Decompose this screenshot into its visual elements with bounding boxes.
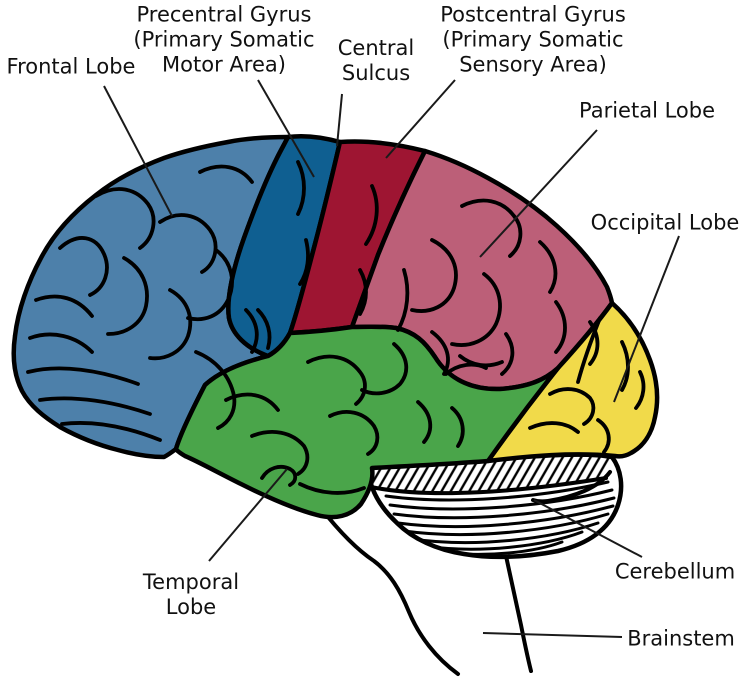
- label-temporal-lobe: Temporal Lobe: [143, 570, 239, 620]
- postcentral-sulci: [358, 184, 410, 332]
- cerebellum-region: [365, 452, 624, 560]
- parietal-sulci: [410, 198, 600, 376]
- label-brainstem: Brainstem: [627, 627, 735, 652]
- leader-precentral-gyrus: [257, 79, 315, 178]
- leader-postcentral-gyrus: [385, 79, 456, 159]
- leader-occipital-lobe: [613, 235, 680, 403]
- leader-cerebellum: [533, 499, 643, 558]
- label-postcentral-line1: Postcentral Gyrus: [440, 2, 626, 27]
- leader-temporal-lobe: [208, 468, 288, 562]
- frontal-sulci: [26, 164, 259, 442]
- leader-lines: [103, 79, 680, 638]
- label-frontal-lobe-text: Frontal Lobe: [6, 54, 136, 79]
- label-frontal-lobe: Frontal Lobe: [7, 55, 136, 80]
- label-central-sulcus: Central Sulcus: [338, 36, 414, 86]
- label-postcentral-gyrus: Postcentral Gyrus (Primary Somatic Senso…: [440, 3, 626, 78]
- precentral-sulci: [256, 160, 310, 350]
- brainstem-outline: [318, 505, 533, 676]
- label-precentral-line1: Precentral Gyrus: [136, 2, 312, 27]
- label-central-sulcus-line1: Central: [337, 36, 415, 60]
- cerebellum-band-separator: [369, 476, 608, 496]
- label-temporal-line1: Temporal: [142, 570, 240, 594]
- label-postcentral-line3: Sensory Area): [459, 52, 607, 77]
- label-central-sulcus-line2: Sulcus: [341, 61, 411, 85]
- label-precentral-line2: (Primary Somatic: [133, 27, 315, 52]
- leader-central-sulcus: [336, 93, 343, 147]
- temporal-sulci: [224, 342, 488, 495]
- label-occipital-lobe: Occipital Lobe: [591, 211, 740, 236]
- label-brainstem-text: Brainstem: [627, 626, 735, 651]
- label-temporal-line2: Lobe: [165, 595, 217, 619]
- label-parietal-lobe: Parietal Lobe: [579, 99, 715, 124]
- occipital-sulci: [528, 316, 646, 454]
- label-precentral-gyrus: Precentral Gyrus (Primary Somatic Motor …: [133, 3, 314, 78]
- label-precentral-line3: Motor Area): [162, 52, 286, 77]
- label-occipital-text: Occipital Lobe: [590, 210, 740, 235]
- label-cerebellum-text: Cerebellum: [614, 559, 736, 584]
- label-postcentral-line2: (Primary Somatic: [442, 27, 624, 52]
- leader-brainstem: [482, 632, 623, 638]
- leader-parietal-lobe: [479, 129, 598, 258]
- label-cerebellum: Cerebellum: [615, 560, 735, 585]
- label-parietal-text: Parietal Lobe: [578, 98, 716, 123]
- leader-frontal-lobe: [103, 85, 173, 217]
